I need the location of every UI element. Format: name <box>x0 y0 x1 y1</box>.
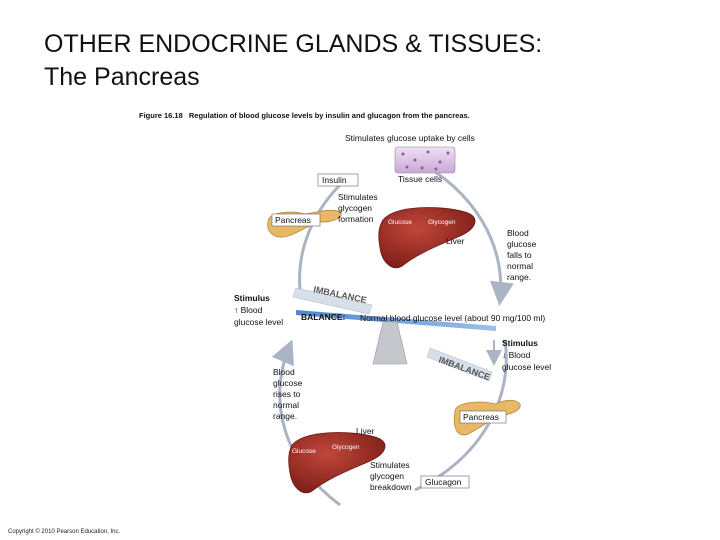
cycle-arrow-top-left <box>298 178 347 291</box>
cycle-arrow-bottom-left <box>271 339 341 507</box>
label-pancreas-top: Pancreas <box>275 215 311 225</box>
liver-bottom-image <box>288 432 386 494</box>
label-balance: BALANCE: <box>301 312 346 322</box>
label-glucose-rises: Blood glucose rises to normal range. <box>273 367 305 421</box>
label-liver-bottom-glycogen: Glycogen <box>332 444 360 451</box>
balance-fulcrum <box>372 321 408 365</box>
label-pancreas-bottom: Pancreas <box>463 412 499 422</box>
label-glycogen-breakdown: Stimulates glycogen breakdown <box>370 460 412 492</box>
pancreas-bottom-tag <box>459 410 507 424</box>
label-liver-bottom-glucose: Glucose <box>292 448 316 455</box>
label-stimulus-up: Stimulus ↑ Blood glucose level <box>234 288 283 327</box>
tissue-cells-image <box>394 146 456 174</box>
balance-beam <box>296 310 496 331</box>
label-liver-top-glucose: Glucose <box>388 219 412 226</box>
imbalance-bottom-arrow <box>426 347 493 382</box>
label-insulin: Insulin <box>322 175 347 185</box>
label-liver-bottom: Liver <box>356 426 375 436</box>
pancreas-top-tag <box>271 213 321 227</box>
label-glucagon: Glucagon <box>425 477 462 487</box>
figure-caption-text: Regulation of blood glucose levels by in… <box>189 111 470 120</box>
slide-title-line1: OTHER ENDOCRINE GLANDS & TISSUES: <box>44 30 543 58</box>
label-stimulus-down: Stimulus ↓ Blood glucose level <box>502 333 551 372</box>
label-tissue-cells: Tissue cells <box>398 174 442 184</box>
copyright-notice: Copyright © 2010 Pearson Education, Inc. <box>8 529 121 535</box>
figure-caption: Figure 16.18 Regulation of blood glucose… <box>139 111 470 120</box>
label-liver-top: Liver <box>446 236 465 246</box>
glucagon-tag <box>420 475 470 489</box>
label-stimulates-uptake: Stimulates glucose uptake by cells <box>345 133 475 143</box>
label-liver-top-glycogen: Glycogen <box>428 219 456 226</box>
slide-title: OTHER ENDOCRINE GLANDS & TISSUES: The Pa… <box>44 28 542 94</box>
slide-title-line2: The Pancreas <box>44 63 200 91</box>
liver-top-image <box>378 207 476 269</box>
label-glycogen-formation: Stimulates glycogen formation <box>338 192 380 224</box>
label-balance-text: Normal blood glucose level (about 90 mg/… <box>360 313 545 323</box>
tissue-cells-nuclei <box>401 150 450 171</box>
insulin-tag <box>317 173 359 187</box>
figure-number: Figure 16.18 <box>139 111 183 120</box>
label-glucose-falls: Blood glucose falls to normal range. <box>507 228 539 282</box>
imbalance-top-arrow <box>292 287 373 315</box>
